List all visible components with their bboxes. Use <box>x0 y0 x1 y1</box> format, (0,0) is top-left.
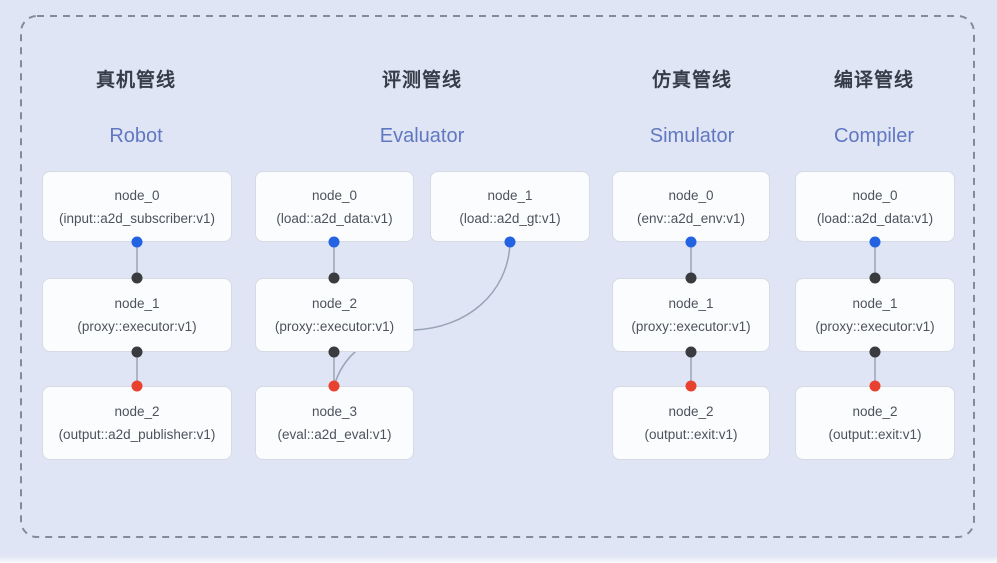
robot-node-1: node_1 (proxy::executor:v1) <box>42 278 232 352</box>
sink-input-port <box>685 380 697 392</box>
node-type: (output::a2d_publisher:v1) <box>58 427 216 442</box>
robot-pipeline-title-en: Robot <box>109 125 163 147</box>
node-name: node_2 <box>114 404 160 419</box>
node-type: (output::exit:v1) <box>644 427 738 442</box>
node-name: node_2 <box>668 404 714 419</box>
node-type: (env::a2d_env:v1) <box>636 210 746 226</box>
evaluator-pipeline-title-en: Evaluator <box>379 125 465 147</box>
node-type: (load::a2d_data:v1) <box>816 210 934 226</box>
executor-port <box>131 272 143 284</box>
node-name: node_2 <box>852 404 898 419</box>
node-type: (input::a2d_subscriber:v1) <box>58 210 216 226</box>
robot-pipeline-title-zh: 真机管线 <box>95 70 177 91</box>
source-output-port <box>504 236 516 248</box>
node-type: (eval::a2d_eval:v1) <box>277 427 392 442</box>
evaluator-node-0: node_0 (load::a2d_data:v1) <box>255 171 414 242</box>
source-output-port <box>131 236 143 248</box>
compiler-pipeline-title-en: Compiler <box>833 125 915 147</box>
executor-port <box>131 346 143 358</box>
robot-node-2: node_2 (output::a2d_publisher:v1) <box>42 386 232 460</box>
source-output-port <box>869 236 881 248</box>
compiler-node-1: node_1 (proxy::executor:v1) <box>795 278 955 352</box>
executor-port <box>328 346 340 358</box>
node-type: (output::exit:v1) <box>828 427 922 442</box>
simulator-node-0: node_0 (env::a2d_env:v1) <box>612 171 770 242</box>
evaluator-node-2: node_2 (proxy::executor:v1) <box>255 278 414 352</box>
executor-port <box>869 272 881 284</box>
compiler-pipeline-title-zh: 编译管线 <box>833 70 915 91</box>
simulator-pipeline-title-en: Simulator <box>649 125 735 147</box>
source-output-port <box>685 236 697 248</box>
node-type: (load::a2d_data:v1) <box>276 210 393 226</box>
executor-port <box>685 346 697 358</box>
simulator-pipeline-title-zh: 仿真管线 <box>651 70 733 91</box>
node-name: node_1 <box>114 296 160 311</box>
node-type: (proxy::executor:v1) <box>77 319 197 334</box>
node-name: node_0 <box>668 187 714 203</box>
simulator-node-1: node_1 (proxy::executor:v1) <box>612 278 770 352</box>
node-name: node_2 <box>311 296 358 311</box>
node-name: node_3 <box>311 404 358 419</box>
executor-port <box>869 346 881 358</box>
sink-input-port <box>869 380 881 392</box>
edge-evaluator-n1-n3 <box>334 242 511 384</box>
node-type: (proxy::executor:v1) <box>815 319 935 334</box>
simulator-node-2: node_2 (output::exit:v1) <box>612 386 770 460</box>
dashed-border <box>20 15 975 538</box>
evaluator-pipeline-title-zh: 评测管线 <box>381 70 463 91</box>
source-output-port <box>328 236 340 248</box>
node-type: (proxy::executor:v1) <box>631 319 751 334</box>
sink-input-port <box>131 380 143 392</box>
evaluator-node-3: node_3 (eval::a2d_eval:v1) <box>255 386 414 460</box>
evaluator-node-1: node_1 (load::a2d_gt:v1) <box>430 171 590 242</box>
robot-node-0: node_0 (input::a2d_subscriber:v1) <box>42 171 232 242</box>
node-name: node_1 <box>487 187 533 203</box>
node-name: node_0 <box>114 187 160 203</box>
node-name: node_0 <box>852 187 898 203</box>
compiler-node-0: node_0 (load::a2d_data:v1) <box>795 171 955 242</box>
executor-port <box>328 272 340 284</box>
sink-input-port <box>328 380 340 392</box>
node-type: (load::a2d_gt:v1) <box>459 210 561 226</box>
node-name: node_0 <box>311 187 358 203</box>
node-type: (proxy::executor:v1) <box>274 319 395 334</box>
executor-port <box>685 272 697 284</box>
node-name: node_1 <box>668 296 714 311</box>
compiler-node-2: node_2 (output::exit:v1) <box>795 386 955 460</box>
node-name: node_1 <box>852 296 898 311</box>
